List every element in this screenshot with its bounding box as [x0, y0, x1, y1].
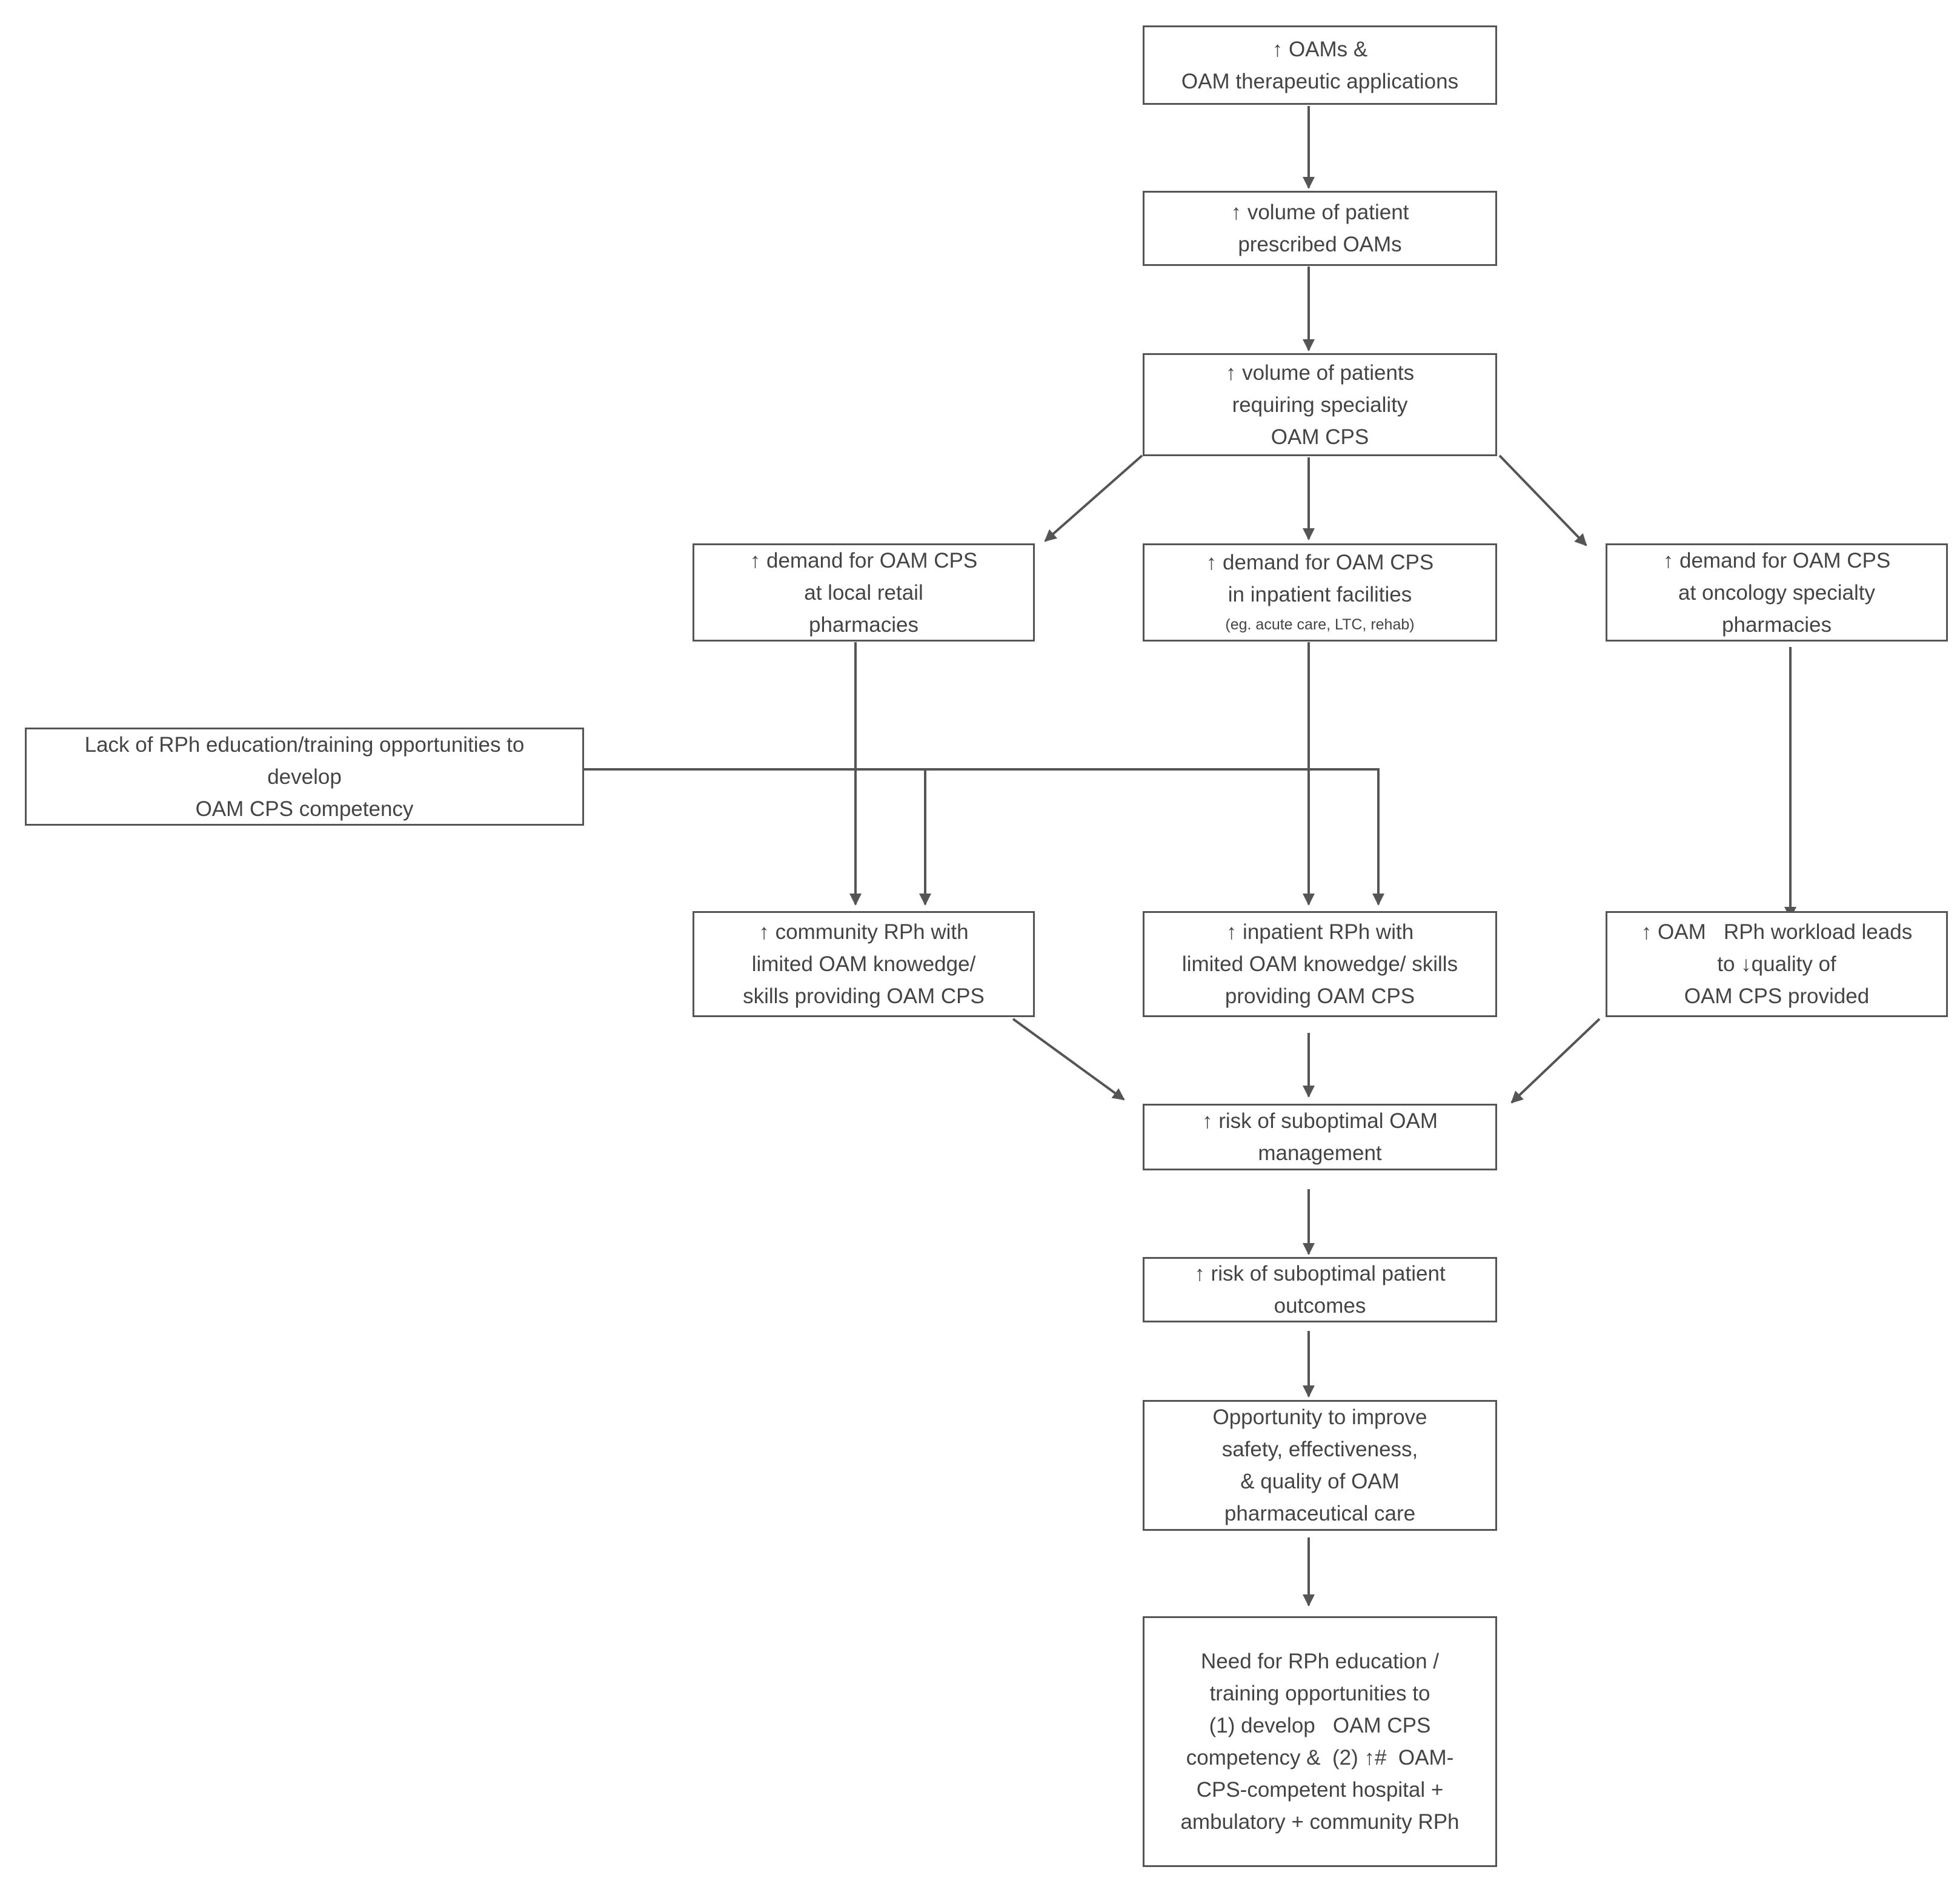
arrow-volume-requiring-to-demand-oncology [1498, 454, 1587, 546]
node-lack-education-line-3: OAM CPS competency [195, 797, 414, 821]
node-inpatient-rph-line-3: providing OAM CPS [1224, 984, 1415, 1008]
node-risk-outcomes-line-1: ↑ risk of suboptimal patient [1194, 1262, 1446, 1285]
node-demand-inpatient: ↑ demand for OAM CPS in inpatient facili… [1143, 543, 1497, 642]
node-rph-workload-line-2: to ↓quality of [1717, 952, 1836, 976]
node-demand-oncology: ↑ demand for OAM CPS at oncology special… [1606, 543, 1948, 642]
node-demand-oncology-line-3: pharmacies [1722, 612, 1832, 637]
node-community-rph-line-2: limited OAM knowedge/ [751, 952, 976, 976]
node-lack-education-line-2: develop [267, 765, 342, 789]
node-demand-retail-line-1: ↑ demand for OAM CPS [749, 548, 978, 572]
node-volume-requiring-cps: ↑ volume of patients requiring specialit… [1143, 353, 1497, 456]
node-risk-management-line-1: ↑ risk of suboptimal OAM [1202, 1109, 1438, 1133]
node-lack-education: Lack of RPh education/training opportuni… [25, 728, 584, 826]
node-demand-inpatient-line-1: ↑ demand for OAM CPS [1206, 551, 1434, 574]
node-risk-management-line-2: management [1258, 1141, 1382, 1165]
arrow-lack-education-to-inpatient-rph [925, 768, 1384, 906]
node-community-rph-line-3: skills providing OAM CPS [743, 984, 985, 1008]
node-rph-workload-line-3: OAM CPS provided [1684, 984, 1870, 1008]
node-demand-inpatient-note: (eg. acute care, LTC, rehab) [1225, 616, 1415, 633]
node-inpatient-rph-line-1: ↑ inpatient RPh with [1226, 920, 1414, 944]
node-risk-outcomes: ↑ risk of suboptimal patient outcomes [1143, 1257, 1497, 1322]
node-opportunity-improve: Opportunity to improve safety, effective… [1143, 1400, 1497, 1531]
node-inpatient-rph-line-2: limited OAM knowedge/ skills [1181, 952, 1458, 976]
node-need-education-line-3: (1) develop OAM CPS [1209, 1714, 1431, 1737]
node-volume-requiring-cps-line-1: ↑ volume of patients [1225, 360, 1415, 385]
node-volume-prescribed-line-2: prescribed OAMs [1238, 233, 1402, 256]
node-risk-management: ↑ risk of suboptimal OAM management [1143, 1104, 1497, 1170]
node-demand-oncology-line-1: ↑ demand for OAM CPS [1663, 548, 1891, 572]
node-volume-requiring-cps-line-3: OAM CPS [1271, 425, 1369, 449]
node-need-education: Need for RPh education / training opport… [1143, 1616, 1497, 1867]
node-need-education-line-2: training opportunities to [1209, 1682, 1430, 1705]
node-rph-workload: ↑ OAM RPh workload leads to ↓quality of … [1606, 911, 1948, 1017]
node-oams-applications: ↑ OAMs & OAM therapeutic applications [1143, 25, 1497, 105]
node-lack-education-line-1: Lack of RPh education/training opportuni… [84, 732, 525, 757]
arrow-community-rph-to-risk-management [1012, 1018, 1125, 1101]
arrow-workload-to-risk-management [1510, 1018, 1601, 1104]
node-risk-outcomes-line-2: outcomes [1274, 1294, 1366, 1318]
node-need-education-line-6: ambulatory + community RPh [1180, 1810, 1460, 1834]
node-demand-retail: ↑ demand for OAM CPS at local retail pha… [693, 543, 1035, 642]
node-opportunity-improve-line-1: Opportunity to improve [1212, 1405, 1427, 1429]
node-opportunity-improve-line-2: safety, effectiveness, [1221, 1438, 1418, 1461]
node-volume-requiring-cps-line-2: requiring speciality [1232, 393, 1408, 417]
node-opportunity-improve-line-3: & quality of OAM [1240, 1470, 1400, 1493]
node-inpatient-rph: ↑ inpatient RPh with limited OAM knowedg… [1143, 911, 1497, 1017]
node-volume-prescribed: ↑ volume of patient prescribed OAMs [1143, 191, 1497, 266]
node-demand-inpatient-line-2: in inpatient facilities [1227, 583, 1412, 606]
node-opportunity-improve-line-4: pharmaceutical care [1224, 1502, 1416, 1525]
node-community-rph: ↑ community RPh with limited OAM knowedg… [693, 911, 1035, 1017]
node-demand-retail-line-3: pharmacies [809, 612, 919, 637]
node-demand-oncology-line-2: at oncology specialty [1678, 580, 1875, 605]
node-oams-applications-line-1: ↑ OAMs & [1272, 37, 1368, 61]
node-community-rph-line-1: ↑ community RPh with [759, 920, 969, 944]
node-need-education-line-4: competency & (2) ↑# OAM- [1186, 1746, 1454, 1770]
node-need-education-line-1: Need for RPh education / [1200, 1650, 1439, 1673]
node-volume-prescribed-line-1: ↑ volume of patient [1231, 201, 1409, 224]
node-rph-workload-line-1: ↑ OAM RPh workload leads [1641, 920, 1913, 944]
node-demand-retail-line-2: at local retail [804, 580, 923, 605]
node-need-education-line-5: CPS-competent hospital + [1196, 1778, 1444, 1802]
node-oams-applications-line-2: OAM therapeutic applications [1181, 69, 1459, 93]
arrow-lack-education-to-community-rph [584, 768, 931, 906]
arrow-volume-requiring-to-demand-retail [1044, 454, 1143, 542]
